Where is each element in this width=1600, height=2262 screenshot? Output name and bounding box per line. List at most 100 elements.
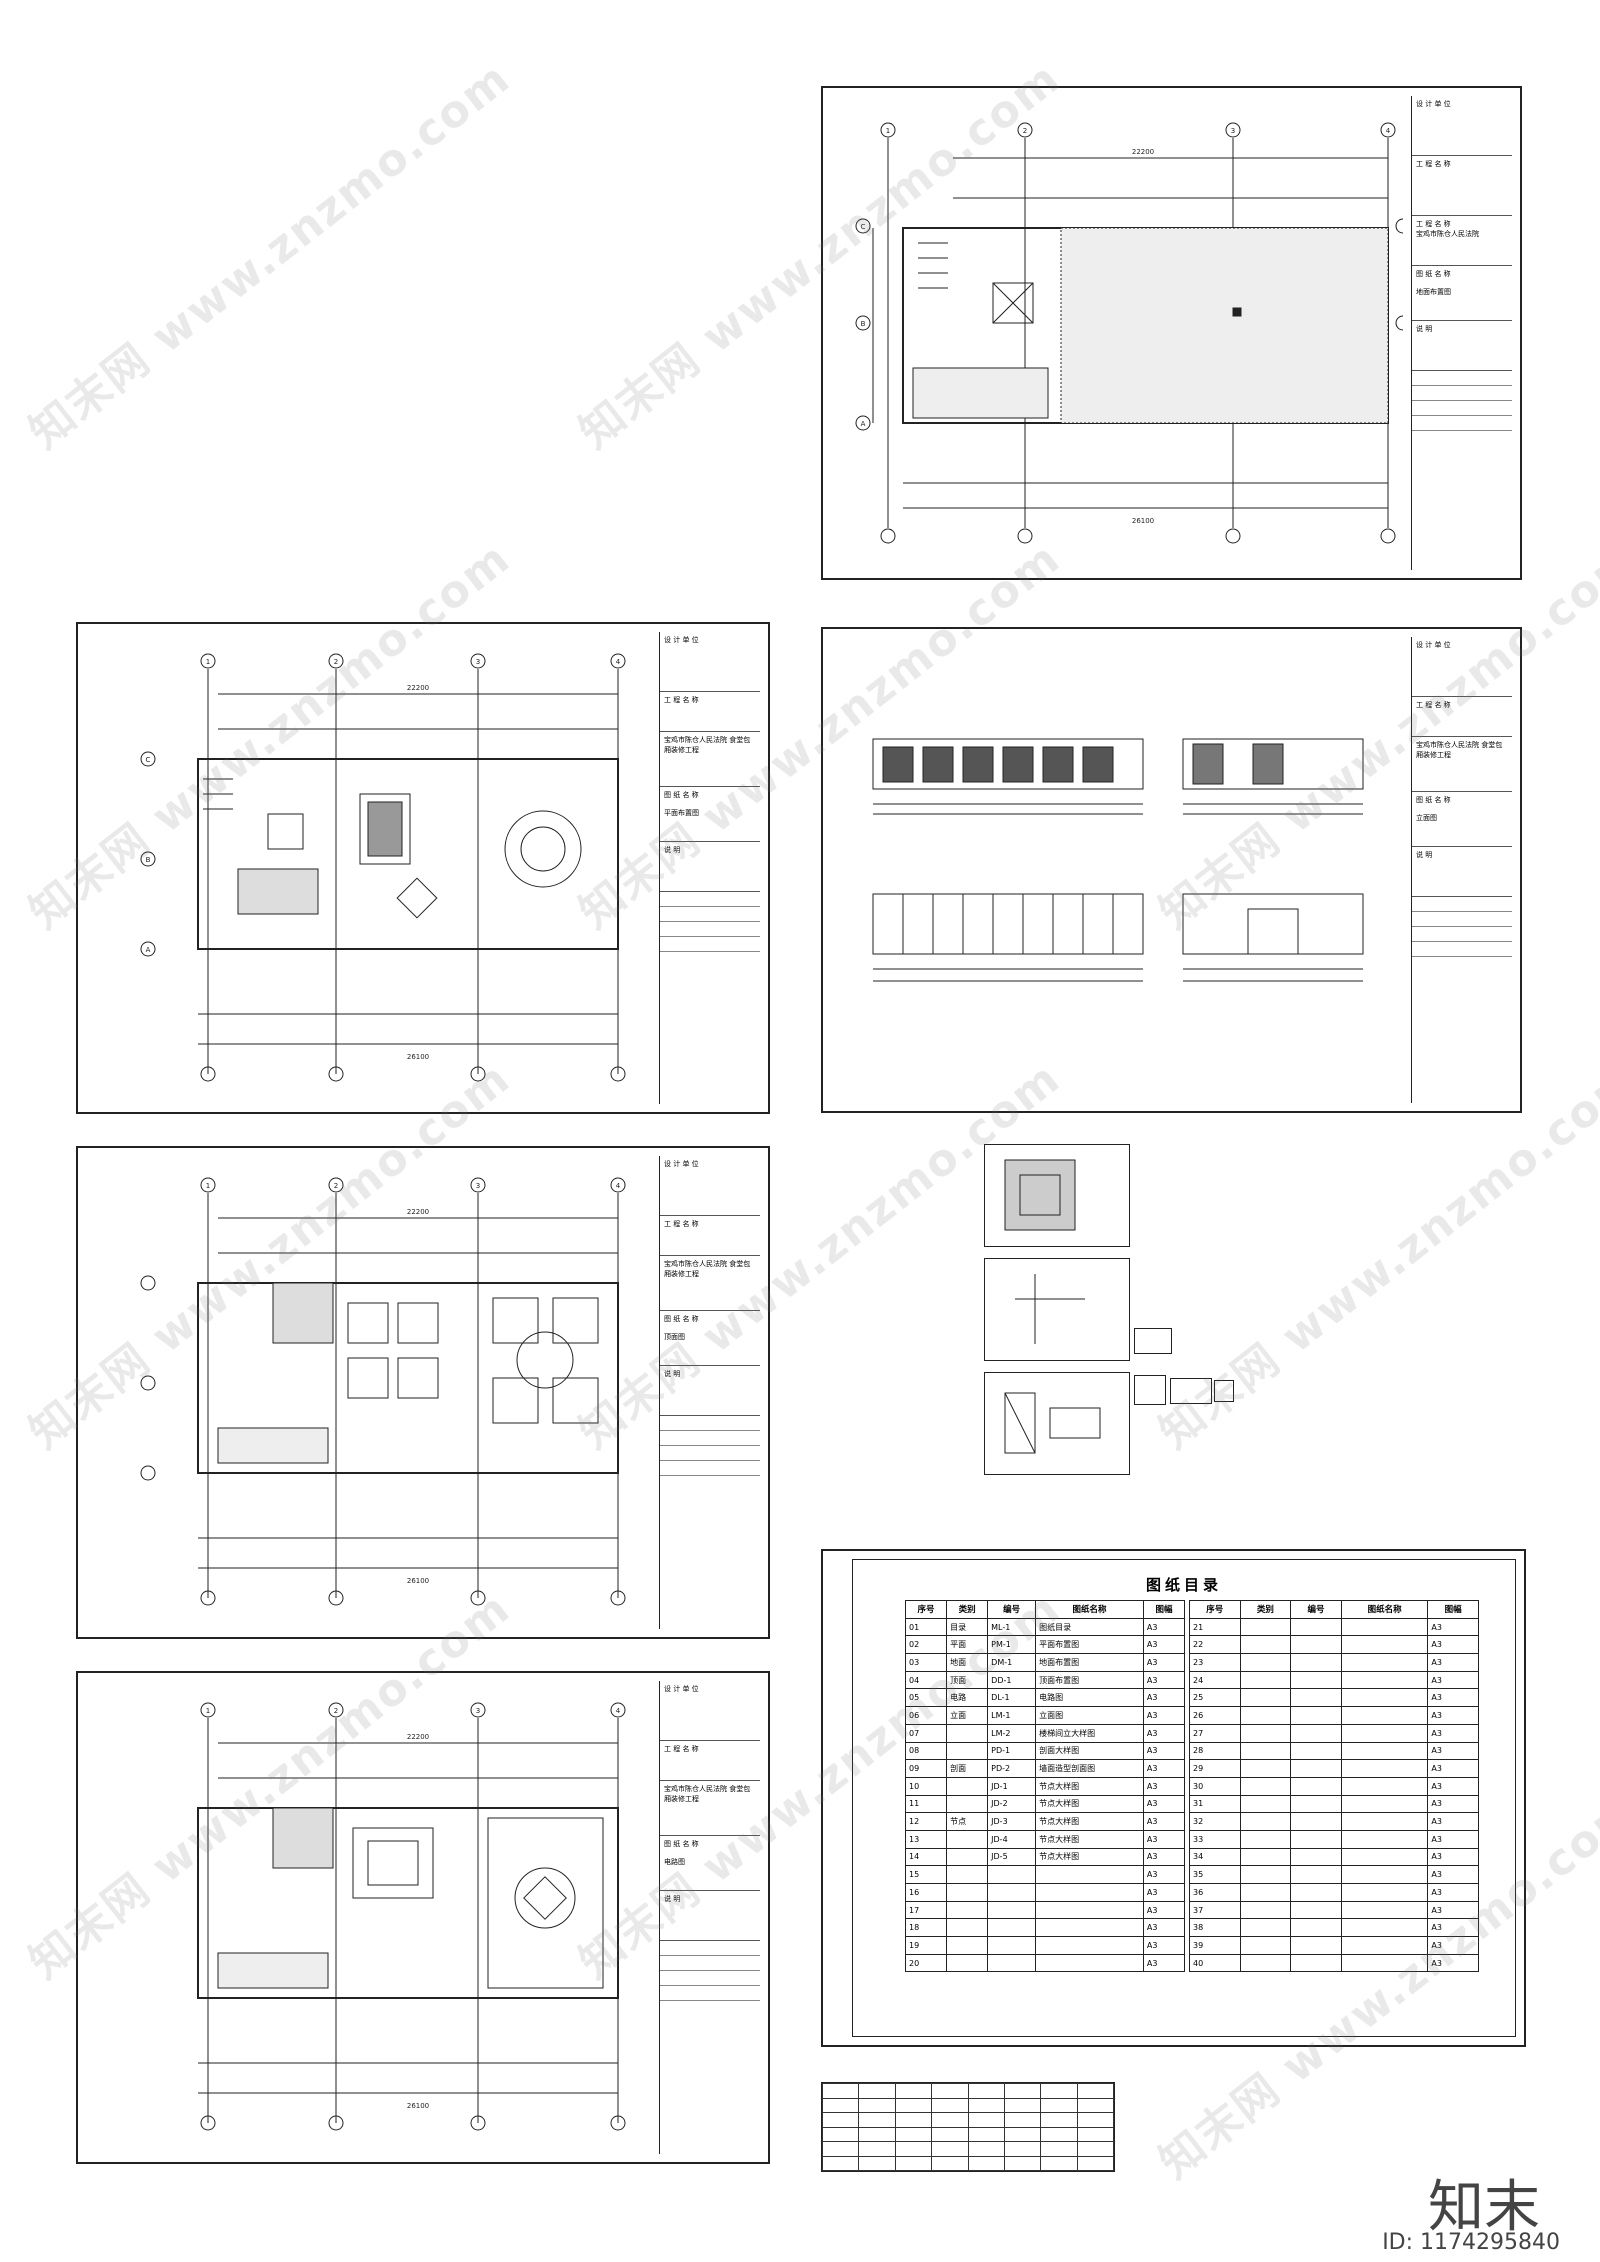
index-cell: 36: [1189, 1883, 1241, 1902]
index-cell: [987, 1900, 1037, 1920]
index-cell: A3: [1142, 1723, 1186, 1743]
index-cell: A3: [1142, 1617, 1186, 1637]
svg-text:C: C: [861, 223, 866, 231]
index-cell: A3: [1427, 1688, 1479, 1708]
index-cell: JD-5: [987, 1847, 1037, 1867]
index-cell: 01: [904, 1617, 948, 1637]
index-cell: 30: [1189, 1776, 1241, 1796]
index-cell: [946, 1865, 989, 1884]
index-cell: [946, 1741, 989, 1761]
svg-text:4: 4: [616, 1707, 621, 1715]
detail-sheet-1: [984, 1144, 1130, 1247]
detail-thumb-a: [1134, 1328, 1172, 1354]
detail-thumb-b: [1134, 1375, 1166, 1405]
index-cell: 节点大样图: [1035, 1847, 1144, 1867]
index-cell: [1239, 1812, 1292, 1831]
index-cell: 顶面: [946, 1670, 989, 1690]
index-cell: 02: [904, 1635, 948, 1655]
svg-text:3: 3: [1231, 127, 1235, 135]
svg-text:26100: 26100: [407, 1577, 429, 1585]
index-cell: [1290, 1776, 1342, 1796]
index-cell: A3: [1142, 1670, 1186, 1690]
index-cell: [1035, 1936, 1144, 1955]
svg-text:C: C: [146, 756, 151, 764]
index-cell: [1340, 1900, 1429, 1920]
index-cell: 40: [1189, 1953, 1241, 1973]
index-cell: [946, 1953, 989, 1973]
index-cell: [1340, 1670, 1429, 1690]
index-cell: [1239, 1759, 1292, 1778]
index-cell: 27: [1189, 1723, 1241, 1743]
index-cell: 07: [904, 1723, 948, 1743]
index-cell: A3: [1427, 1653, 1479, 1672]
index-cell: A3: [1142, 1706, 1186, 1725]
index-row: 23 A3: [1189, 1653, 1479, 1672]
index-cell: A3: [1142, 1829, 1186, 1849]
index-cell: [1239, 1670, 1292, 1690]
svg-text:A: A: [861, 420, 866, 428]
index-cell: A3: [1142, 1653, 1186, 1672]
index-cell: [1290, 1794, 1342, 1814]
index-cell: A3: [1427, 1723, 1479, 1743]
index-cell: 电路: [946, 1688, 989, 1708]
index-cell: [1035, 1953, 1144, 1973]
svg-text:26100: 26100: [407, 1053, 429, 1061]
index-cell: [1239, 1883, 1292, 1902]
svg-text:3: 3: [476, 1182, 480, 1190]
svg-text:22200: 22200: [1132, 148, 1154, 156]
index-cell: 33: [1189, 1829, 1241, 1849]
index-header-cell: 图纸名称: [1035, 1600, 1144, 1619]
svg-text:22200: 22200: [407, 1733, 429, 1741]
index-cell: A3: [1427, 1900, 1479, 1920]
index-cell: 11: [904, 1794, 948, 1814]
index-cell: A3: [1142, 1900, 1186, 1920]
svg-text:4: 4: [616, 1182, 621, 1190]
index-cell: [1290, 1741, 1342, 1761]
svg-text:2: 2: [1023, 127, 1027, 135]
svg-text:22200: 22200: [407, 684, 429, 692]
index-header-cell: 图纸名称: [1340, 1600, 1429, 1619]
index-cell: [1239, 1865, 1292, 1884]
index-cell: [1290, 1900, 1342, 1920]
index-cell: [1290, 1706, 1342, 1725]
sheet-electrical-plan: 设 计 单 位 工 程 名 称 宝鸡市陈仓人民法院 食堂包厢装修工程 图 纸 名…: [76, 1671, 770, 2164]
index-cell: 节点大样图: [1035, 1794, 1144, 1814]
index-cell: [1340, 1812, 1429, 1831]
index-cell: [1290, 1759, 1342, 1778]
index-cell: 23: [1189, 1653, 1241, 1672]
index-row: 40 A3: [1189, 1953, 1479, 1973]
index-cell: [1340, 1865, 1429, 1884]
index-cell: [1239, 1617, 1292, 1637]
index-cell: A3: [1427, 1776, 1479, 1796]
index-cell: [1239, 1741, 1292, 1761]
index-cell: 19: [904, 1936, 948, 1955]
index-cell: 18: [904, 1918, 948, 1938]
index-cell: [1239, 1653, 1292, 1672]
index-cell: 04: [904, 1670, 948, 1690]
index-cell: 24: [1189, 1670, 1241, 1690]
index-cell: A3: [1142, 1812, 1186, 1831]
index-cell: A3: [1427, 1635, 1479, 1655]
index-cell: JD-3: [987, 1812, 1037, 1831]
index-cell: A3: [1427, 1953, 1479, 1973]
index-cell: 节点大样图: [1035, 1812, 1144, 1831]
index-cell: [1239, 1776, 1292, 1796]
index-cell: 09: [904, 1759, 948, 1778]
sheet-floor-plan: 设 计 单 位 工 程 名 称 工 程 名 称宝鸡市陈仓人民法院 图 纸 名 称…: [821, 86, 1522, 580]
index-cell: DD-1: [987, 1670, 1037, 1690]
index-cell: 节点大样图: [1035, 1829, 1144, 1849]
title-block: 设 计 单 位 工 程 名 称 宝鸡市陈仓人民法院 食堂包厢装修工程 图 纸 名…: [659, 1681, 760, 2154]
index-cell: A3: [1142, 1635, 1186, 1655]
